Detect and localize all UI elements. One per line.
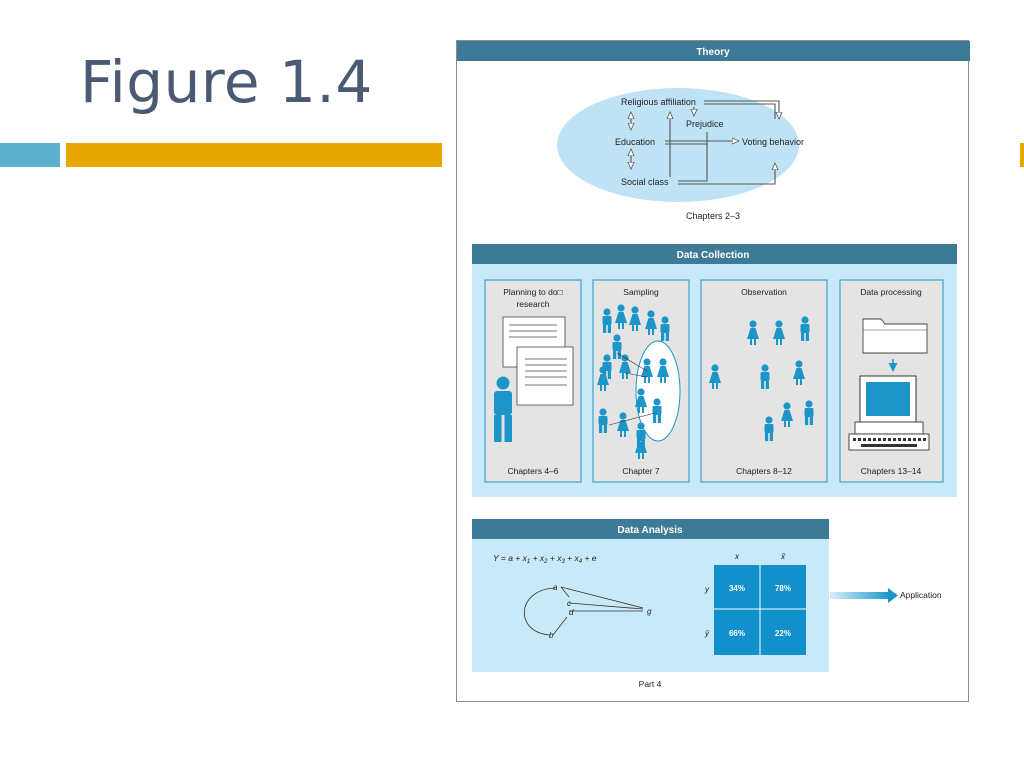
row-header-y: y bbox=[704, 585, 710, 594]
folder-icon bbox=[862, 318, 928, 354]
document-icon bbox=[502, 316, 574, 406]
theory-header: Theory bbox=[696, 47, 730, 58]
path-label-a: a bbox=[553, 583, 558, 592]
observation-chapters: Chapters 8–12 bbox=[736, 466, 792, 476]
figure-canvas: Theory Religious affiliation Prejudice E… bbox=[457, 41, 970, 689]
collection-header: Data Collection bbox=[677, 250, 750, 261]
computer-icon bbox=[848, 375, 930, 451]
path-label-b: b bbox=[549, 631, 554, 640]
col-header-xbar: x̄ bbox=[780, 552, 786, 561]
part-label: Part 4 bbox=[639, 679, 662, 689]
planning-title-line2: research bbox=[516, 299, 549, 309]
path-label-c: c bbox=[567, 599, 571, 608]
path-diagram bbox=[524, 586, 644, 636]
sampling-lines bbox=[608, 352, 656, 426]
cell-y-xbar: 78% bbox=[775, 584, 791, 593]
regression-equation: Y = a + x1 + x2 + x3 + x4 + e bbox=[493, 553, 597, 565]
theory-node-voting: Voting behavior bbox=[742, 137, 804, 147]
crosstab-cells bbox=[714, 565, 806, 655]
cell-y-x: 34% bbox=[729, 584, 745, 593]
path-label-d: d bbox=[569, 608, 574, 617]
sampling-title: Sampling bbox=[623, 287, 659, 297]
planning-title-line1: Planning to do□ bbox=[503, 287, 562, 297]
processing-title: Data processing bbox=[860, 287, 922, 297]
sampling-chapters: Chapter 7 bbox=[622, 466, 660, 476]
theory-arrows bbox=[631, 100, 779, 185]
theory-ellipse bbox=[557, 88, 799, 202]
research-process-figure: Theory Religious affiliation Prejudice E… bbox=[456, 40, 970, 702]
application-arrow bbox=[830, 588, 898, 603]
accent-bar-teal bbox=[0, 143, 60, 167]
theory-node-social: Social class bbox=[621, 177, 669, 187]
application-label: Application bbox=[900, 590, 942, 600]
theory-chapters: Chapters 2–3 bbox=[686, 211, 740, 221]
accent-bar-gold bbox=[66, 143, 442, 167]
path-label-g: g bbox=[647, 607, 652, 616]
collection-header-bar bbox=[472, 244, 957, 264]
cell-ybar-x: 66% bbox=[729, 629, 745, 638]
theory-node-religious: Religious affiliation bbox=[621, 97, 696, 107]
col-header-x: x bbox=[734, 552, 740, 561]
analysis-header: Data Analysis bbox=[617, 525, 683, 536]
row-header-ybar: ȳ bbox=[704, 629, 710, 638]
processing-chapters: Chapters 13–14 bbox=[861, 466, 922, 476]
planning-chapters: Chapters 4–6 bbox=[507, 466, 558, 476]
theory-header-bar bbox=[457, 41, 970, 61]
accent-bar-gold-edge bbox=[1020, 143, 1024, 167]
theory-node-prejudice: Prejudice bbox=[686, 119, 724, 129]
analysis-header-bar bbox=[472, 519, 829, 539]
theory-node-education: Education bbox=[615, 137, 655, 147]
observation-title: Observation bbox=[741, 287, 787, 297]
cell-ybar-xbar: 22% bbox=[775, 629, 791, 638]
researcher-figure bbox=[494, 376, 512, 442]
slide-title: Figure 1.4 bbox=[80, 48, 373, 116]
